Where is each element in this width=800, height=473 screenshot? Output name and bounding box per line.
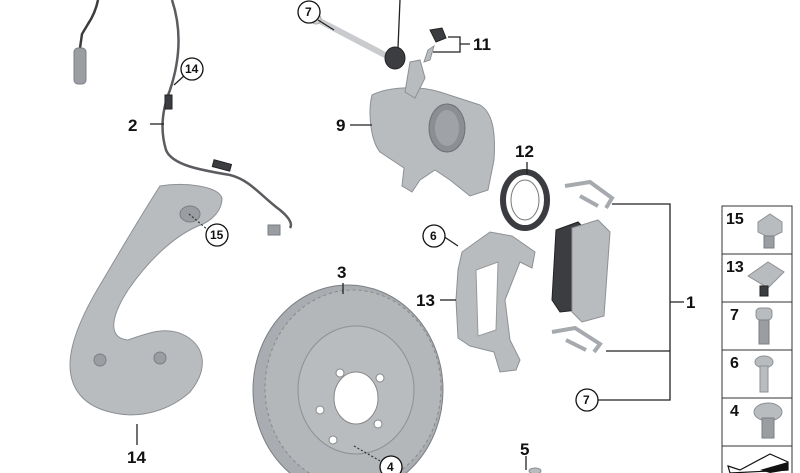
legend-item-reference[interactable] <box>721 445 793 473</box>
svg-text:13: 13 <box>416 291 435 310</box>
svg-text:2: 2 <box>128 116 137 135</box>
svg-text:6: 6 <box>430 229 437 243</box>
guide-bushing[interactable] <box>384 46 406 70</box>
brake-dust-shield[interactable] <box>69 184 223 416</box>
callout-11: 12 <box>515 142 534 161</box>
caliper-guide-bolt[interactable] <box>310 13 388 58</box>
svg-text:7: 7 <box>305 5 312 19</box>
svg-text:4: 4 <box>730 403 739 420</box>
callout-8: 9 <box>336 116 345 135</box>
svg-text:15: 15 <box>726 211 744 228</box>
part-5[interactable] <box>528 467 542 473</box>
bleeder-cap-and-screw[interactable] <box>423 27 447 63</box>
svg-text:14: 14 <box>185 62 199 76</box>
wheel-speed-sensor-cable[interactable] <box>73 0 293 236</box>
callout-3: 3 <box>337 263 346 282</box>
svg-text:9: 9 <box>336 116 345 135</box>
callout-1: 1 <box>686 293 695 312</box>
callout-15: 15 <box>205 223 229 247</box>
legend-item-6[interactable]: 6 <box>721 349 793 399</box>
svg-text:14: 14 <box>127 448 146 467</box>
legend-item-4[interactable]: 4 <box>721 397 793 447</box>
svg-text:7: 7 <box>730 307 739 324</box>
piston-seal-ring[interactable] <box>500 169 550 231</box>
svg-text:7: 7 <box>583 393 590 407</box>
callout-13: 14 <box>180 57 204 81</box>
hex-flange-bolt-icon <box>757 213 783 249</box>
svg-text:1: 1 <box>686 293 695 312</box>
reference-sheet-icon <box>727 453 789 473</box>
countersunk-screw-icon <box>753 402 783 439</box>
legend-item-15[interactable]: 15 <box>721 205 793 255</box>
leader-lines <box>136 0 684 470</box>
svg-text:3: 3 <box>337 263 346 282</box>
svg-text:6: 6 <box>730 355 739 372</box>
legend-item-13[interactable]: 13 <box>721 253 793 303</box>
legend-item-7[interactable]: 7 <box>721 301 793 351</box>
callout-6: 6 <box>422 224 446 248</box>
brake-caliper[interactable] <box>369 59 495 197</box>
callout-7-top: 7 <box>297 0 321 24</box>
torx-pin-bolt-icon <box>754 355 774 393</box>
torx-bolt-icon <box>755 307 773 345</box>
callout-9: 11 <box>473 35 491 54</box>
callout-4: 4 <box>379 455 403 473</box>
side-legend: 15 13 7 6 <box>721 205 793 473</box>
callout-2: 2 <box>128 116 137 135</box>
cable-clip-icon <box>747 261 785 297</box>
svg-text:5: 5 <box>520 440 529 459</box>
svg-text:13: 13 <box>726 259 744 276</box>
svg-text:15: 15 <box>210 228 224 242</box>
callout-7-bottom: 7 <box>575 388 599 412</box>
brake-disc[interactable] <box>252 284 444 473</box>
pad-clips[interactable] <box>551 179 615 354</box>
caliper-carrier[interactable] <box>455 231 536 373</box>
brake-pads[interactable] <box>551 219 611 323</box>
callout-14: 14 <box>127 448 146 467</box>
svg-text:12: 12 <box>515 142 534 161</box>
svg-text:4: 4 <box>387 460 394 473</box>
callout-5: 5 <box>520 440 529 459</box>
svg-text:11: 11 <box>473 35 491 54</box>
callout-12: 13 <box>416 291 435 310</box>
